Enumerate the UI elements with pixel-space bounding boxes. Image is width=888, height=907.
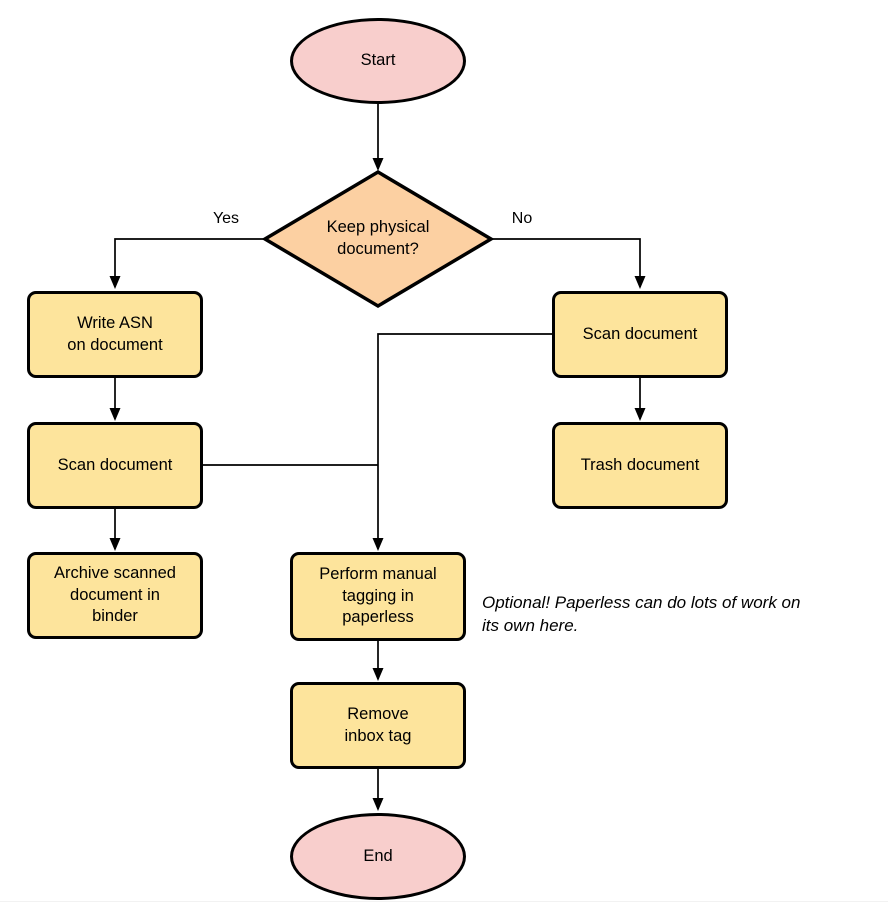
arrowhead [372,538,384,551]
edge-label-yes: Yes [212,210,240,227]
node-scan-document-left-label: Scan document [57,455,173,474]
arrowhead [372,798,384,811]
arrowhead [109,408,121,421]
node-write-asn-label: Write ASN on document [67,313,163,354]
arrowhead [372,668,384,681]
arrowheads [109,158,646,811]
node-end-label: End [363,846,393,865]
node-end: End [290,813,466,900]
node-decision-label: Keep physical document? [326,218,430,258]
page-bottom-divider [0,901,888,902]
node-scan-document-right-label: Scan document [582,324,698,343]
node-trash-document: Trash document [552,422,728,509]
edge-label-no: No [511,210,533,227]
connector-decision-yes-branch [114,238,266,287]
optional-note: Optional! Paperless can do lots of work … [482,593,801,636]
node-remove-inbox-tag-label: Remove inbox tag [344,704,412,745]
node-manual-tagging-label: Perform manual tagging in paperless [319,564,437,627]
node-manual-tagging: Perform manual tagging in paperless [290,552,466,641]
connector-scanright-to-tagging [377,333,552,549]
node-scan-document-left: Scan document [27,422,203,509]
node-write-asn: Write ASN on document [27,291,203,378]
arrowhead [109,538,121,551]
arrowhead [109,276,121,289]
connector-decision-no-branch [490,238,641,287]
decision-diamond-shape [261,169,495,309]
arrowhead [372,158,384,171]
node-scan-document-right: Scan document [552,291,728,378]
node-start: Start [290,18,466,104]
arrowhead [634,408,646,421]
node-start-label: Start [360,51,396,70]
node-trash-document-label: Trash document [580,455,700,474]
node-remove-inbox-tag: Remove inbox tag [290,682,466,769]
node-archive-binder-label: Archive scanned document in binder [54,563,176,626]
arrowhead [634,276,646,289]
node-archive-binder: Archive scanned document in binder [27,552,203,639]
